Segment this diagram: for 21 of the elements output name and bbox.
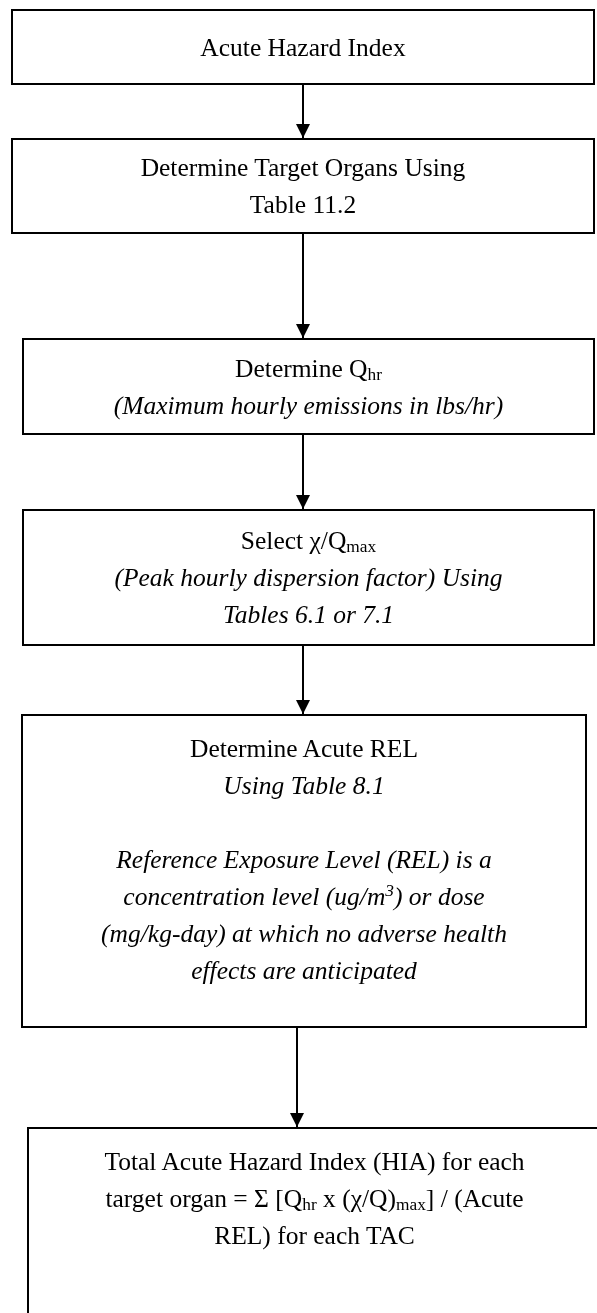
process-box — [11, 138, 595, 234]
box-text: Determine Q$_{hr}$ — [235, 352, 382, 386]
arrow — [296, 434, 310, 510]
box-text: Select χ/Q$_{max}$ — [240, 525, 377, 558]
arrow — [296, 233, 310, 339]
box-text: Total Acute Hazard Index (HIA) for each target organ = Σ [Q$_{hr}$ x (χ/Q)$_{max}$] / (Acute REL) for each TAC — [103, 1146, 526, 1252]
process-box — [21, 714, 587, 1028]
process-box — [11, 9, 595, 85]
process-box — [22, 509, 595, 646]
box-text: Acute Hazard Index — [200, 31, 406, 64]
process-box — [27, 1127, 597, 1313]
arrow — [290, 1027, 304, 1128]
box-text: Determine Target Organs Using Table 11.2 — [139, 152, 467, 221]
arrow — [296, 645, 310, 715]
process-box — [22, 338, 595, 435]
box-text: (Maximum hourly emissions in lbs/hr) — [113, 389, 504, 422]
box-text: (Peak hourly dispersion factor) Using Tables 6.1 or 7.1 — [113, 562, 504, 631]
box-text: Reference Exposure Level (REL) is a concentration level (ug/m$^{3}$) or dose (mg/kg-day) at which no adverse health effects are anticipated — [100, 844, 508, 987]
box-text: Determine Acute REL — [190, 733, 418, 765]
box-text: Using Table 8.1 — [223, 770, 385, 802]
arrow — [296, 84, 310, 139]
